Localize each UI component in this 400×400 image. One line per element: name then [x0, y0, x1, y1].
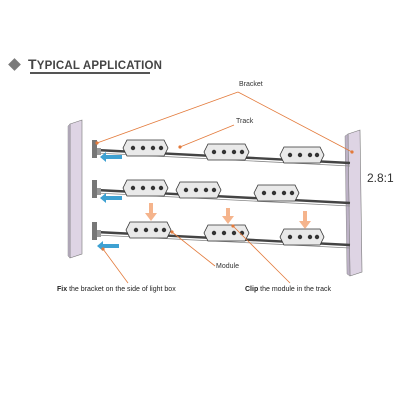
left-side-panel [69, 119, 83, 259]
leader-lines [96, 91, 353, 284]
led-module [203, 143, 250, 161]
right-side-panel [347, 129, 363, 277]
led-module [125, 221, 172, 239]
track-row-3 [92, 221, 351, 249]
ratio-label: 2.8:1 [367, 171, 394, 185]
orange-arrow-icon [145, 203, 157, 221]
section-header: TYPICAL APPLICATION [8, 56, 163, 72]
led-module [122, 139, 169, 157]
track-row-1 [92, 139, 351, 167]
bracket [92, 180, 97, 198]
track-label: Track [236, 118, 254, 125]
clip-caption: Clip the module in the track [245, 286, 331, 293]
left-side-panel-edge [67, 123, 71, 259]
blue-arrow-icon [97, 241, 119, 251]
led-module [175, 181, 222, 199]
orange-arrow-icon [299, 211, 311, 229]
led-module [122, 179, 169, 197]
section-title: TYPICAL APPLICATION [28, 56, 163, 72]
led-module [253, 184, 300, 202]
right-side-panel-edge [344, 133, 351, 277]
title-underline [30, 72, 150, 74]
fix-caption: Fix the bracket on the side of light box [57, 286, 176, 293]
bracket-label: Bracket [239, 81, 263, 88]
blue-arrow-icon [100, 152, 122, 162]
orange-arrow-icon [222, 208, 234, 224]
track-row-2 [92, 179, 351, 207]
bracket [92, 222, 97, 240]
module-label: Module [216, 263, 239, 270]
clip-arrows [145, 203, 311, 229]
blue-arrow-icon [100, 193, 122, 203]
bracket [92, 140, 97, 158]
led-module [203, 224, 250, 242]
